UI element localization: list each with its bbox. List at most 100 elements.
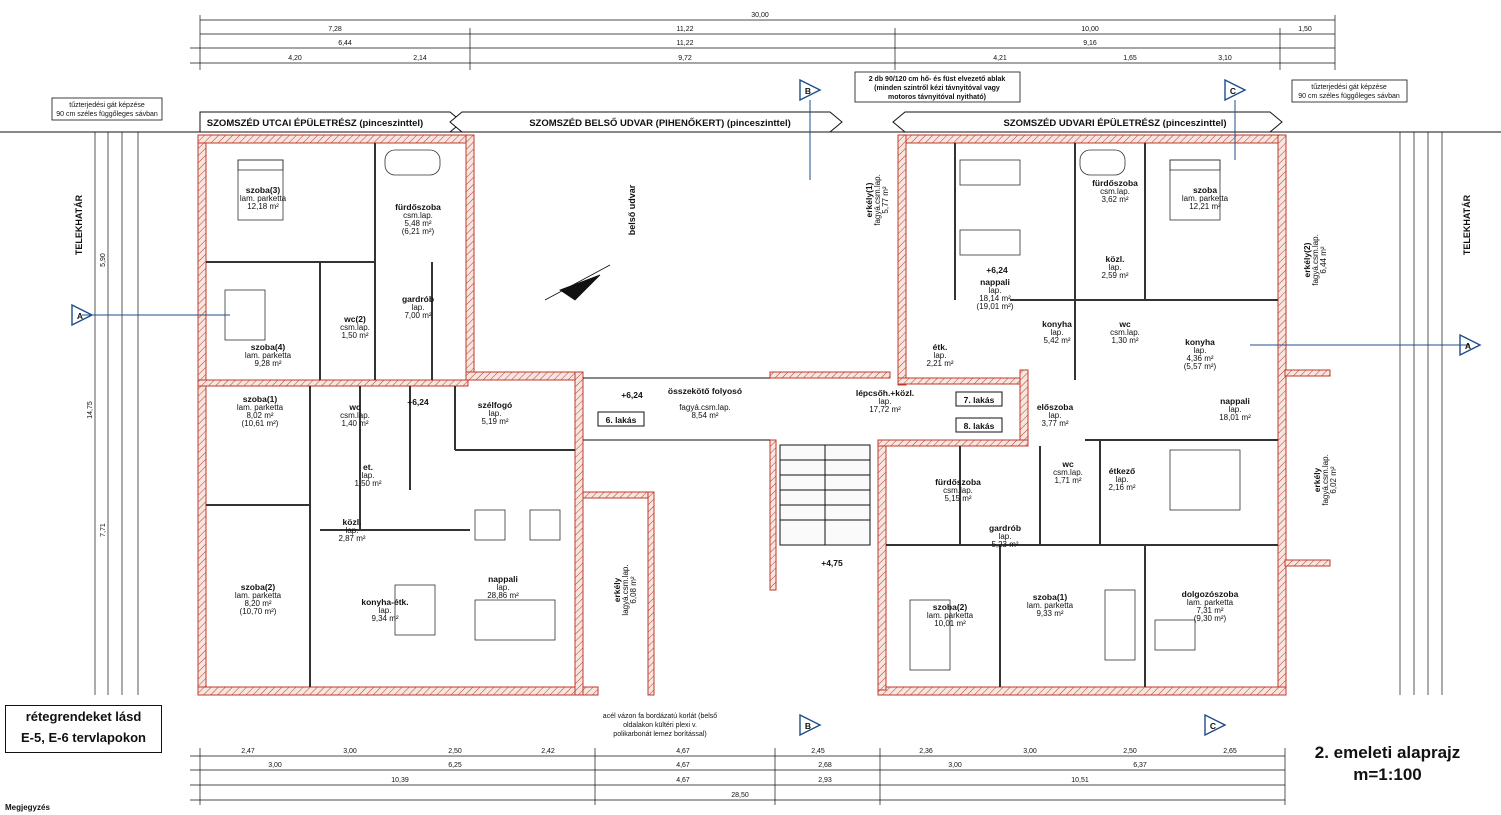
property-boundary-left: TELEKHATÁR [74,194,84,255]
section-lines [82,100,1470,346]
svg-text:fürdőszoba: fürdőszoba [1092,178,1138,188]
svg-text:nappali: nappali [980,277,1010,287]
svg-text:7,00 m²: 7,00 m² [404,311,431,320]
svg-text:lam. parketta: lam. parketta [1027,601,1074,610]
svg-text:9,72: 9,72 [678,55,692,62]
svg-text:(5,57 m²): (5,57 m²) [1184,362,1217,371]
svg-text:erkély(1): erkély(1) [864,182,874,217]
svg-text:lam. parketta: lam. parketta [245,351,292,360]
svg-text:5,19 m²: 5,19 m² [481,417,508,426]
room-kozl-left: közl.lap.2,87 m² [338,517,365,543]
svg-text:10,01 m²: 10,01 m² [934,619,966,628]
svg-text:2,50: 2,50 [1123,748,1137,755]
svg-text:csm.lap.: csm.lap. [1100,187,1130,196]
svg-text:A: A [1465,341,1471,351]
svg-text:5,90: 5,90 [100,253,107,267]
svg-text:5,15 m²: 5,15 m² [944,494,971,503]
svg-text:szoba(2): szoba(2) [241,582,276,592]
svg-text:3,00: 3,00 [948,762,962,769]
zone-left-label: SZOMSZÉD UTCAI ÉPÜLETRÉSZ (pinceszinttel… [207,118,423,129]
furniture [224,149,1241,671]
svg-text:lap.: lap. [1109,263,1122,272]
svg-text:2,42: 2,42 [541,748,555,755]
dimension-labels: 30,00 7,28 11,22 10,00 1,50 6,44 11,22 9… [87,12,1312,799]
svg-text:dolgozószoba: dolgozószoba [1182,589,1239,599]
svg-text:1,50 m²: 1,50 m² [354,479,381,488]
svg-text:2,50: 2,50 [448,748,462,755]
svg-text:lap.: lap. [1051,328,1064,337]
svg-text:10,51: 10,51 [1071,777,1089,784]
svg-text:3,00: 3,00 [268,762,282,769]
svg-text:1,40 m²: 1,40 m² [341,419,368,428]
zone-middle-label: SZOMSZÉD BELSŐ UDVAR (PIHENŐKERT) (pince… [529,117,791,129]
svg-text:2,65: 2,65 [1223,748,1237,755]
svg-text:étk.: étk. [933,342,948,352]
svg-text:konyha: konyha [1185,337,1215,347]
svg-text:polikarbonát lemez borítással): polikarbonát lemez borítással) [613,731,706,738]
svg-text:8. lakás: 8. lakás [964,421,995,431]
svg-text:lap.: lap. [934,351,947,360]
svg-text:10,39: 10,39 [391,777,409,784]
property-boundary-right: TELEKHATÁR [1462,194,1472,255]
svg-text:7,71: 7,71 [100,523,107,537]
svg-text:konyha: konyha [1042,319,1072,329]
svg-text:10,00: 10,00 [1081,26,1099,33]
svg-text:1,50 m²: 1,50 m² [341,331,368,340]
svg-text:lam. parketta: lam. parketta [1182,194,1229,203]
svg-text:4,67: 4,67 [676,777,690,784]
svg-text:lépcsőh.+közl.: lépcsőh.+közl. [856,388,914,398]
svg-text:1,65: 1,65 [1123,55,1137,62]
svg-text:lap.: lap. [1049,411,1062,420]
svg-text:wc: wc [1118,319,1131,329]
svg-text:erkély: erkély [612,577,622,602]
svg-text:9,28 m²: 9,28 m² [254,359,281,368]
svg-text:csm.lap.: csm.lap. [403,211,433,220]
svg-text:gardrób: gardrób [989,523,1021,533]
svg-text:lap.: lap. [1116,475,1129,484]
svg-text:A: A [77,311,83,321]
svg-text:1,50: 1,50 [1298,26,1312,33]
svg-text:3,62 m²: 3,62 m² [1101,195,1128,204]
zone-bars [199,111,1283,133]
svg-text:csm.lap.: csm.lap. [1110,328,1140,337]
corridor [583,377,871,546]
svg-text:közl.: közl. [1106,254,1125,264]
room-lepcsohaz: lépcsőh.+közl.lap.17,72 m² [856,388,914,414]
svg-text:30,00: 30,00 [751,12,769,19]
svg-text:5,48 m²: 5,48 m² [404,219,431,228]
svg-text:wc(2): wc(2) [343,314,366,324]
svg-text:9,16: 9,16 [1083,40,1097,47]
svg-text:lagyá.csm.lap.: lagyá.csm.lap. [621,564,630,615]
note-fire-left: tűzterjedési gát képzése 90 cm széles fü… [51,97,163,121]
svg-text:7,28: 7,28 [328,26,342,33]
svg-text:11,22: 11,22 [677,26,694,33]
svg-text:8,54 m²: 8,54 m² [691,411,718,420]
svg-text:(10,70 m²): (10,70 m²) [240,607,277,616]
svg-text:2,16 m²: 2,16 m² [1108,483,1135,492]
room-wc2: wc(2)csm.lap.1,50 m² [340,314,370,340]
svg-text:8,20 m²: 8,20 m² [244,599,271,608]
svg-text:2,59 m²: 2,59 m² [1101,271,1128,280]
svg-text:gardrób: gardrób [402,294,434,304]
svg-text:szélfogó: szélfogó [478,400,512,410]
svg-text:3,10: 3,10 [1218,55,1232,62]
svg-text:1,30 m²: 1,30 m² [1111,336,1138,345]
svg-text:C: C [1210,721,1216,731]
svg-text:lap.: lap. [489,409,502,418]
svg-text:erkély(2): erkély(2) [1302,242,1312,277]
